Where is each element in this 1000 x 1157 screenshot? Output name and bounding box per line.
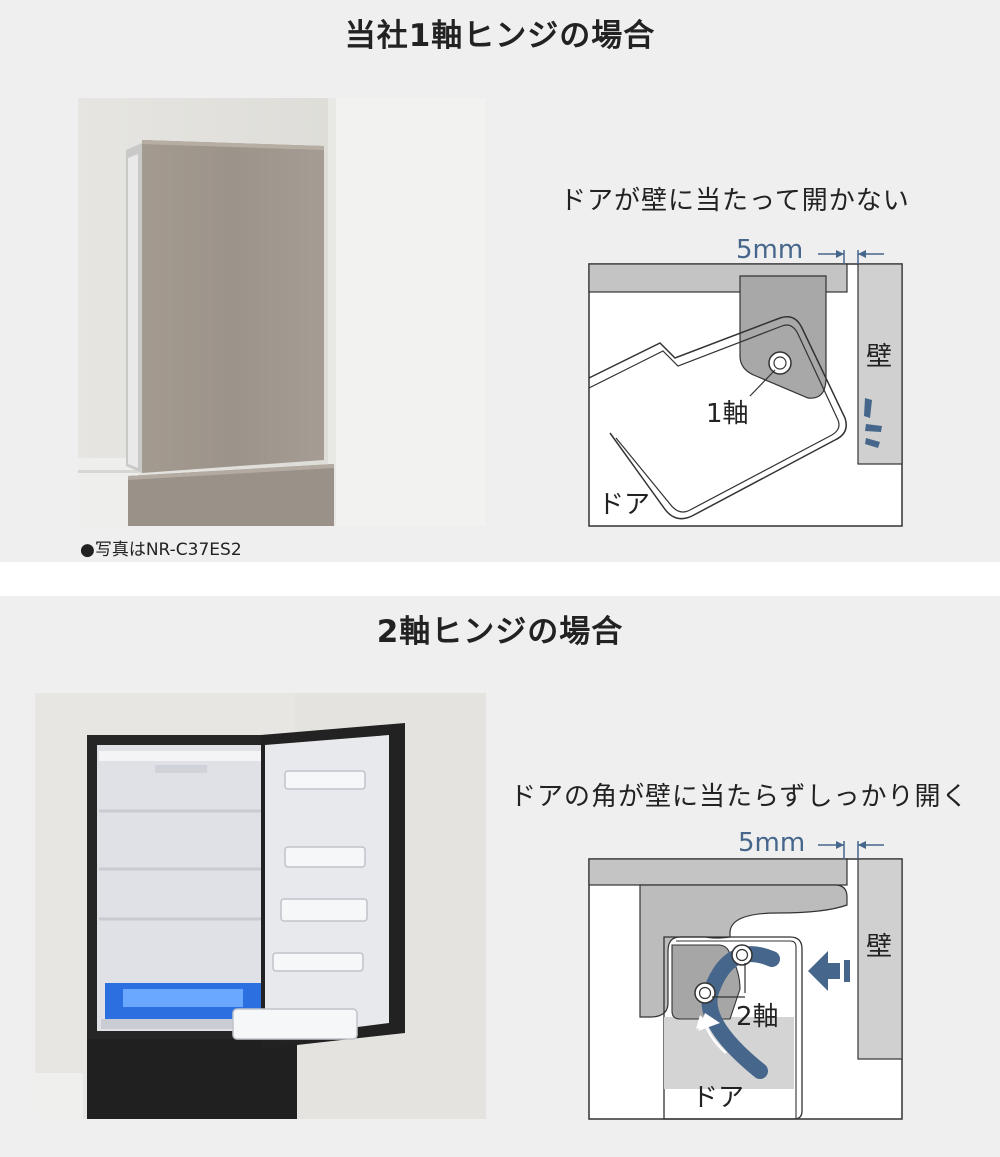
impact-marks — [864, 398, 882, 448]
photo-caption: ●写真はNR-C37ES2 — [80, 540, 242, 560]
dimension-label: 5mm — [736, 235, 803, 265]
section-dual-axis: 2軸ヒンジの場合 — [0, 596, 1000, 1157]
section-title: 当社1軸ヒンジの場合 — [344, 18, 656, 54]
fridge-photo-closed — [78, 98, 485, 526]
push-arrow — [808, 951, 850, 991]
door-label: ドア — [692, 1083, 744, 1113]
axis-label: 2軸 — [736, 1002, 779, 1032]
axis-label: 1軸 — [706, 399, 749, 429]
dimension-label: 5mm — [738, 828, 805, 858]
wall-label: 壁 — [866, 342, 892, 372]
wall-label: 壁 — [866, 932, 892, 962]
section-single-axis: 当社1軸ヒンジの場合 — [0, 0, 1000, 562]
fridge-photo-open — [35, 693, 486, 1119]
door-label: ドア — [598, 490, 650, 520]
diagram-title: ドアが壁に当たって開かない — [560, 186, 910, 216]
hinge-diagram-single: 5mm 1軸 壁 ドア — [580, 228, 910, 528]
diagram-title: ドアの角が壁に当たらずしっかり開く — [510, 782, 969, 812]
hinge-diagram-dual: 5mm 2軸 — [580, 821, 910, 1121]
section-title: 2軸ヒンジの場合 — [376, 614, 624, 650]
